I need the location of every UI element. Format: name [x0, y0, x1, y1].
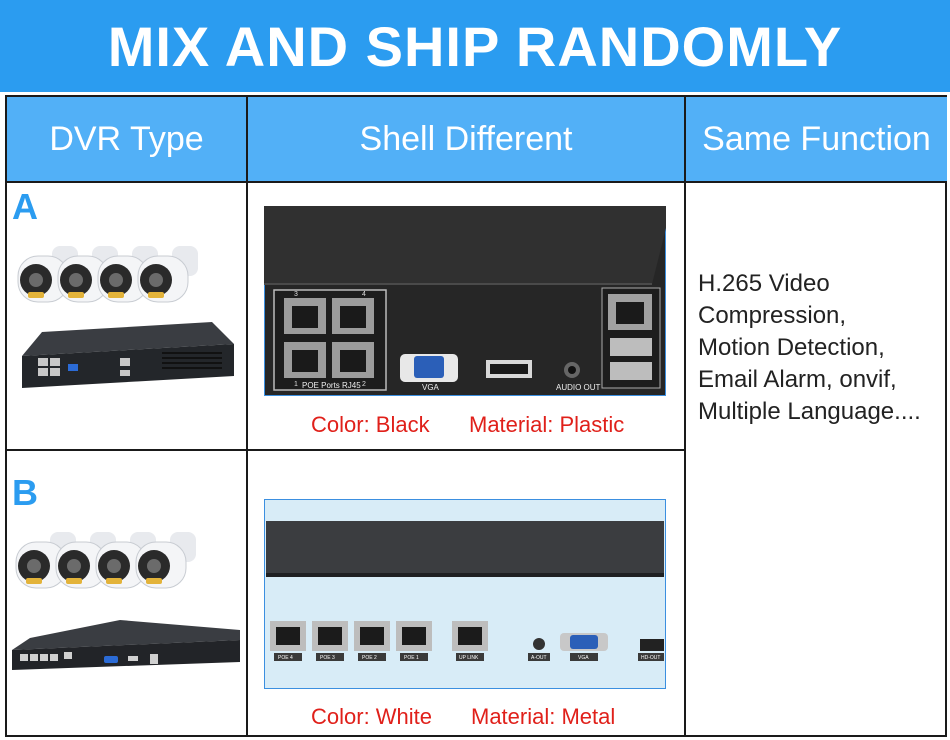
- row-a-letter: A: [12, 186, 38, 227]
- camera-set-b: [15, 531, 197, 589]
- function-line: Email Alarm, onvif,: [698, 366, 897, 393]
- column-divider: [684, 97, 686, 735]
- function-description: H.265 Video Compression, Motion Detectio…: [698, 268, 938, 428]
- function-line: Compression,: [698, 302, 847, 329]
- row-divider: [7, 449, 684, 451]
- title-banner: MIX AND SHIP RANDOMLY: [0, 0, 950, 92]
- function-line: Multiple Language....: [698, 398, 921, 425]
- port-number-label: 2: [362, 381, 366, 388]
- header-shell-different: Shell Different: [248, 97, 684, 181]
- function-line: Motion Detection,: [698, 334, 885, 361]
- header-dvr-type: DVR Type: [7, 97, 246, 181]
- port-number-label: 3: [294, 291, 298, 298]
- vga-label: VGA: [422, 383, 440, 392]
- aout-label: A-OUT: [531, 655, 547, 661]
- panel-a-closeup: 3 4 1 2 POE Ports RJ45 VGA AUDIO OUT: [264, 206, 666, 396]
- header-divider: [7, 181, 945, 183]
- audio-out-label: AUDIO OUT: [556, 383, 601, 392]
- comparison-table: DVR Type Shell Different Same Function: [5, 95, 947, 737]
- nvr-white-b: [12, 620, 240, 670]
- camera-set-a: [17, 245, 199, 303]
- uplink-label: UP LINK: [459, 655, 479, 661]
- poe-port-label: POE 4: [278, 655, 293, 661]
- poe-port-label: POE 2: [362, 655, 377, 661]
- column-divider: [246, 97, 248, 735]
- product-b-image: [12, 531, 240, 670]
- row-b-color-label: Color: White: [311, 704, 433, 729]
- row-b-letter: B: [12, 472, 38, 513]
- port-number-label: 4: [362, 291, 366, 298]
- product-a-image: [17, 245, 234, 388]
- poe-port-label: POE 3: [320, 655, 335, 661]
- nvr-black-a: [22, 322, 234, 388]
- hdout-label: HD-OUT: [641, 655, 660, 661]
- poe-ports-label: POE Ports RJ45: [302, 381, 361, 390]
- vga-label-b: VGA: [578, 655, 589, 661]
- panel-b-closeup: POE 4 POE 3 POE 2 POE 1 UP LINK A-OUT VG…: [264, 499, 666, 689]
- function-line: H.265 Video: [698, 270, 830, 297]
- header-same-function: Same Function: [686, 97, 947, 181]
- port-number-label: 1: [294, 381, 298, 388]
- row-b-material-label: Material: Metal: [471, 704, 616, 729]
- poe-port-label: POE 1: [404, 655, 419, 661]
- row-a-color-label: Color: Black: [311, 412, 430, 437]
- banner-title: MIX AND SHIP RANDOMLY: [107, 14, 843, 78]
- row-a-material-label: Material: Plastic: [469, 412, 625, 437]
